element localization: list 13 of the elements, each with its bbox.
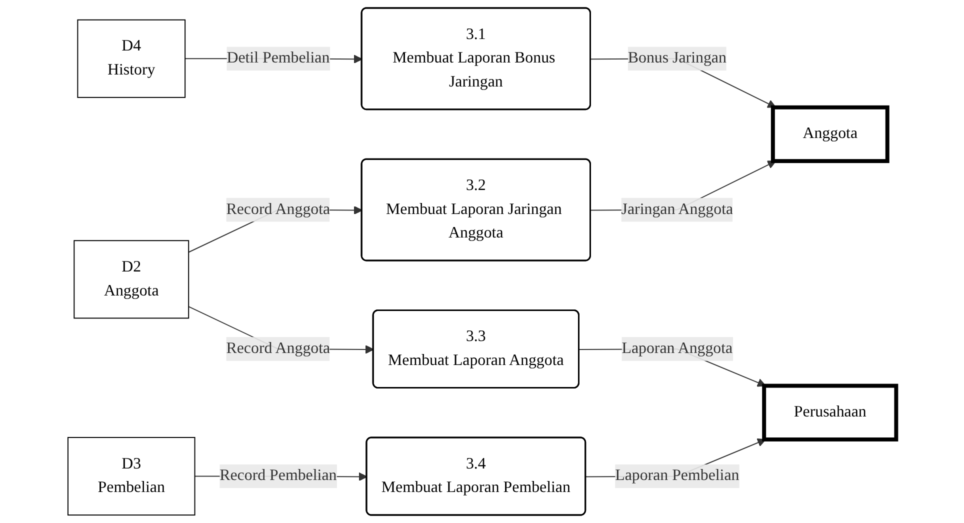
- edge-label: Record Anggota: [226, 200, 330, 218]
- edge-label: Record Pembelian: [220, 467, 337, 484]
- node-box: D3 Pembelian: [67, 436, 196, 516]
- edge-label: Laporan Anggota: [622, 340, 733, 357]
- edge-label: Detil Pembelian: [226, 50, 330, 67]
- node-box: D2 Anggota: [74, 240, 190, 319]
- edge-label: Record Anggota: [226, 340, 330, 357]
- node-box: Anggota: [770, 105, 890, 164]
- node-box: D4 History: [77, 19, 186, 98]
- edge-label: Bonus Jaringan: [628, 50, 726, 67]
- edge-label: Laporan Pembelian: [615, 467, 740, 484]
- node-box: Perusahaan: [762, 384, 898, 442]
- edge-label: Jaringan Anggota: [621, 200, 733, 218]
